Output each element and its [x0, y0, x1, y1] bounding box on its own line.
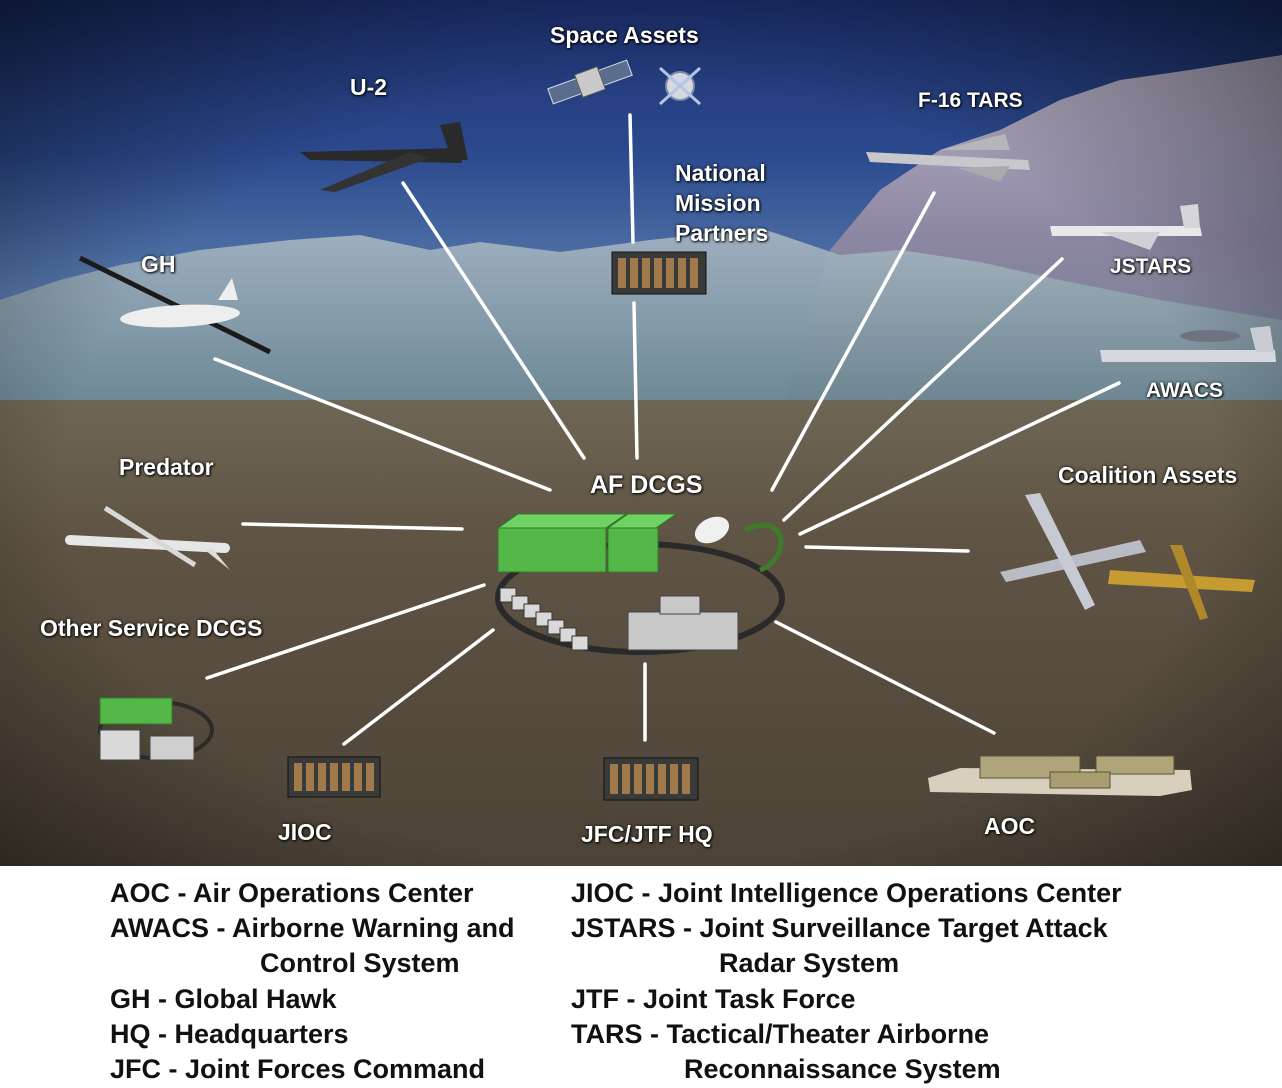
legend-entry-text: JSTARS - Joint Surveillance Target Attac…	[571, 913, 1108, 944]
legend-entry-text: JTF - Joint Task Force	[571, 983, 856, 1014]
legend-entry-continuation: Reconnaissance System	[684, 1054, 1001, 1085]
legend-column-right: JIOC - Joint Intelligence Operations Cen…	[571, 876, 1122, 1087]
legend-entry-text: GH - Global Hawk	[110, 983, 337, 1014]
legend-entry: JTF - Joint Task Force	[571, 982, 1122, 1017]
legend-entry: GH - Global Hawk	[110, 982, 515, 1017]
legend-entry: JSTARS - Joint Surveillance Target Attac…	[571, 911, 1122, 981]
jioc-rack-icon	[287, 756, 381, 798]
national-mission-partners-rack-icon	[611, 251, 707, 295]
af-dcgs-hub-icon	[495, 513, 785, 655]
legend-entry: JFC - Joint Forces Command	[110, 1052, 515, 1087]
label-jioc: JIOC	[278, 819, 332, 845]
legend-entry: HQ - Headquarters	[110, 1017, 515, 1052]
global-hawk-icon	[78, 255, 272, 355]
legend-entry-text: JIOC - Joint Intelligence Operations Cen…	[571, 878, 1122, 908]
label-jfc-jtf-hq: JFC/JTF HQ	[581, 821, 713, 847]
jstars-aircraft-icon	[1050, 204, 1202, 250]
label-predator: Predator	[119, 454, 214, 480]
legend-entry-continuation: Radar System	[719, 948, 900, 979]
label-nmp-line-3: Partners	[675, 220, 769, 246]
label-national-mission-partners: National Mission Partners	[675, 158, 768, 248]
coalition-aircraft-icon	[1000, 493, 1255, 620]
legend-entry-text: AWACS - Airborne Warning and	[110, 913, 515, 944]
label-jstars: JSTARS	[1110, 255, 1192, 278]
legend-entry-text: JFC - Joint Forces Command	[110, 1054, 486, 1085]
legend-entry: AOC - Air Operations Center	[110, 876, 515, 911]
label-awacs: AWACS	[1146, 379, 1224, 402]
label-u2: U-2	[350, 74, 388, 100]
f16-aircraft-icon	[866, 134, 1030, 182]
awacs-aircraft-icon	[1100, 326, 1276, 362]
legend-entry-text: TARS - Tactical/Theater Airborne	[571, 1018, 990, 1049]
satellite-icon	[658, 66, 702, 106]
legend-entry-continuation: Control System	[260, 948, 460, 979]
satellite-icon	[547, 59, 633, 105]
label-aoc: AOC	[984, 813, 1036, 839]
aoc-building-icon	[928, 755, 1192, 796]
u2-aircraft-icon	[300, 122, 468, 192]
label-nmp-line-2: Mission	[675, 190, 761, 216]
label-af-dcgs: AF DCGS	[590, 471, 703, 499]
label-gh: GH	[141, 251, 176, 277]
legend-entry: JIOC - Joint Intelligence Operations Cen…	[571, 876, 1122, 911]
other-service-dcgs-icon	[98, 697, 214, 761]
diagram-scene: Space Assets U-2 National Mission Partne…	[0, 0, 1282, 866]
label-nmp-line-1: National	[675, 160, 766, 186]
legend-entry-text: HQ - Headquarters	[110, 1018, 349, 1049]
connection-lines	[205, 113, 1121, 746]
jfc-jtf-hq-rack-icon	[603, 757, 699, 801]
label-other-service-dcgs: Other Service DCGS	[40, 615, 263, 641]
label-space-assets: Space Assets	[550, 22, 699, 48]
scene-graphic	[0, 0, 1282, 866]
legend-entry-text: AOC - Air Operations Center	[110, 878, 474, 908]
label-coalition-assets: Coalition Assets	[1058, 462, 1238, 488]
predator-icon	[65, 505, 230, 570]
label-f16-tars: F-16 TARS	[918, 89, 1023, 112]
